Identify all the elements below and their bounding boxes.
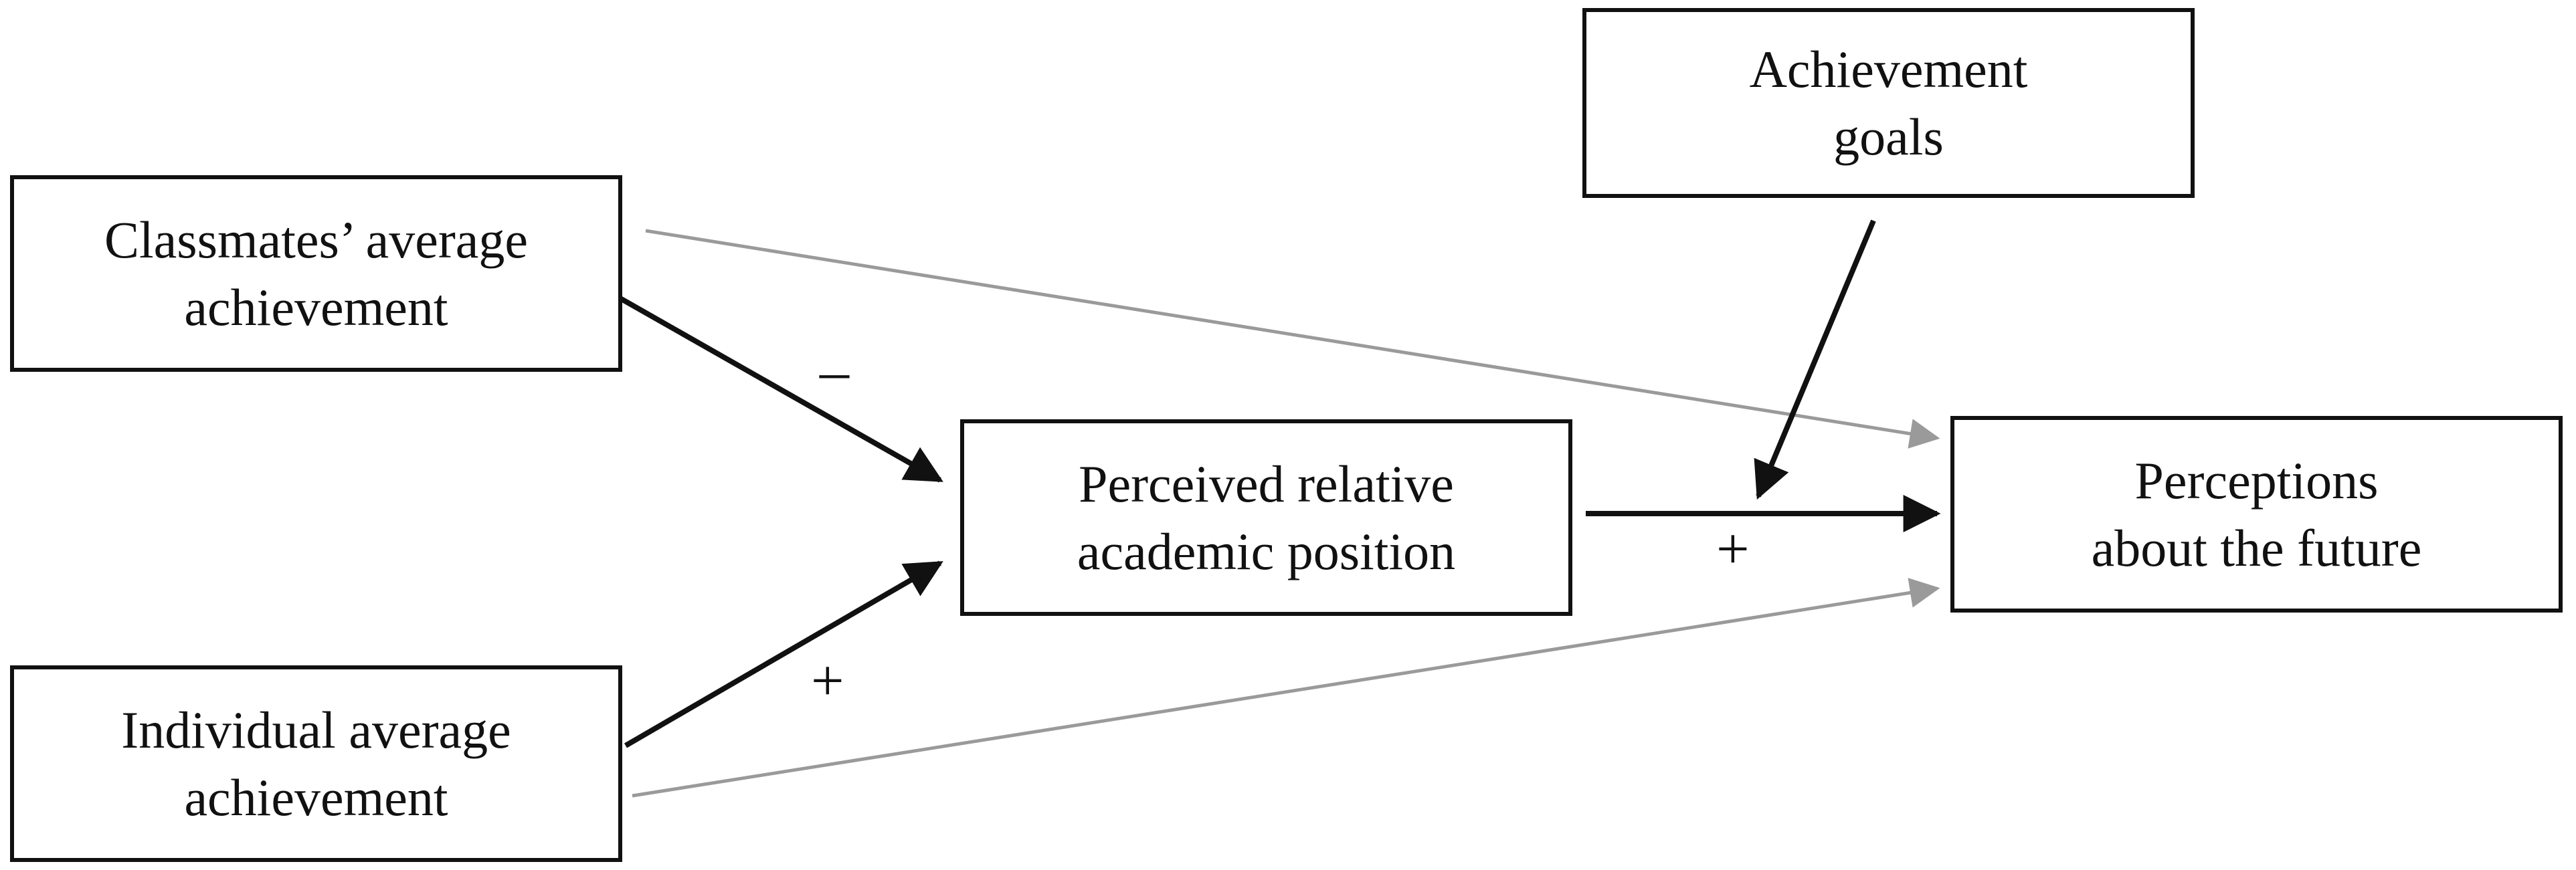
- classmates-average-achievement-label: Classmates’ average achievement: [104, 210, 529, 336]
- individual-average-achievement-label: Individual average achievement: [121, 700, 511, 827]
- perceptions-about-future-box: Perceptions about the future: [1950, 416, 2563, 613]
- arrow-classmates-to-perceived: [618, 295, 943, 483]
- negative-effect-sign: –: [820, 339, 849, 404]
- achievement-goals-label: Achievement goals: [1749, 39, 2028, 166]
- perceptions-about-future-label: Perceptions about the future: [2091, 451, 2422, 577]
- arrow-individual-to-perceived: [624, 560, 943, 748]
- positive-effect-sign-individual: +: [811, 649, 844, 714]
- achievement-goals-box: Achievement goals: [1582, 8, 2195, 198]
- classmates-average-achievement-box: Classmates’ average achievement: [10, 175, 622, 372]
- perceived-relative-academic-position-label: Perceived relative academic position: [1077, 454, 1456, 580]
- arrow-individual-to-perceptions: [632, 578, 1940, 798]
- positive-effect-sign-perceived: +: [1716, 517, 1750, 582]
- arrow-classmates-to-perceptions: [645, 229, 1940, 449]
- perceived-relative-academic-position-box: Perceived relative academic position: [960, 419, 1572, 616]
- arrow-goals-moderation: [1754, 219, 1876, 500]
- individual-average-achievement-box: Individual average achievement: [10, 665, 622, 862]
